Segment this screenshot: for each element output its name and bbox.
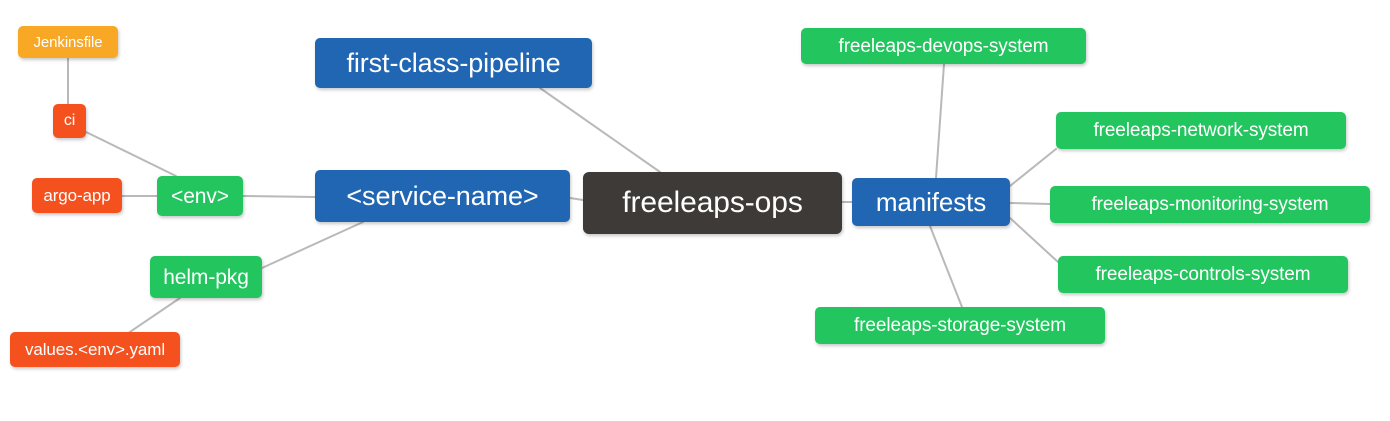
- node-freeleaps-devops-system[interactable]: freeleaps-devops-system: [801, 28, 1086, 64]
- edge-ci-env: [85, 131, 177, 177]
- edge-manifests-monitoring: [1009, 202, 1051, 205]
- node-ci[interactable]: ci: [53, 104, 86, 138]
- node-helm-pkg[interactable]: helm-pkg: [150, 256, 262, 298]
- edge-env-service-name: [242, 195, 316, 198]
- node-jenkinsfile[interactable]: Jenkinsfile: [18, 26, 118, 58]
- edge-manifests-network: [1009, 148, 1057, 187]
- node-values-yaml[interactable]: values.<env>.yaml: [10, 332, 180, 367]
- edge-manifests-storage: [929, 225, 963, 308]
- edge-manifests-controls: [1009, 217, 1059, 263]
- node-freeleaps-network-system[interactable]: freeleaps-network-system: [1056, 112, 1346, 149]
- node-freeleaps-monitoring-system[interactable]: freeleaps-monitoring-system: [1050, 186, 1370, 223]
- node-service-name[interactable]: <service-name>: [315, 170, 570, 222]
- node-freeleaps-ops[interactable]: freeleaps-ops: [583, 172, 842, 234]
- node-first-class-pipeline[interactable]: first-class-pipeline: [315, 38, 592, 88]
- edge-first-class-pipeline-freeleaps-ops: [539, 87, 661, 173]
- node-freeleaps-controls-system[interactable]: freeleaps-controls-system: [1058, 256, 1348, 293]
- edge-service-name-freeleaps-ops: [569, 197, 584, 201]
- node-argo-app[interactable]: argo-app: [32, 178, 122, 213]
- node-freeleaps-storage-system[interactable]: freeleaps-storage-system: [815, 307, 1105, 344]
- node-manifests[interactable]: manifests: [852, 178, 1010, 226]
- node-env[interactable]: <env>: [157, 176, 243, 216]
- edge-manifests-devops: [935, 63, 945, 179]
- edge-service-name-helm-pkg: [261, 221, 364, 269]
